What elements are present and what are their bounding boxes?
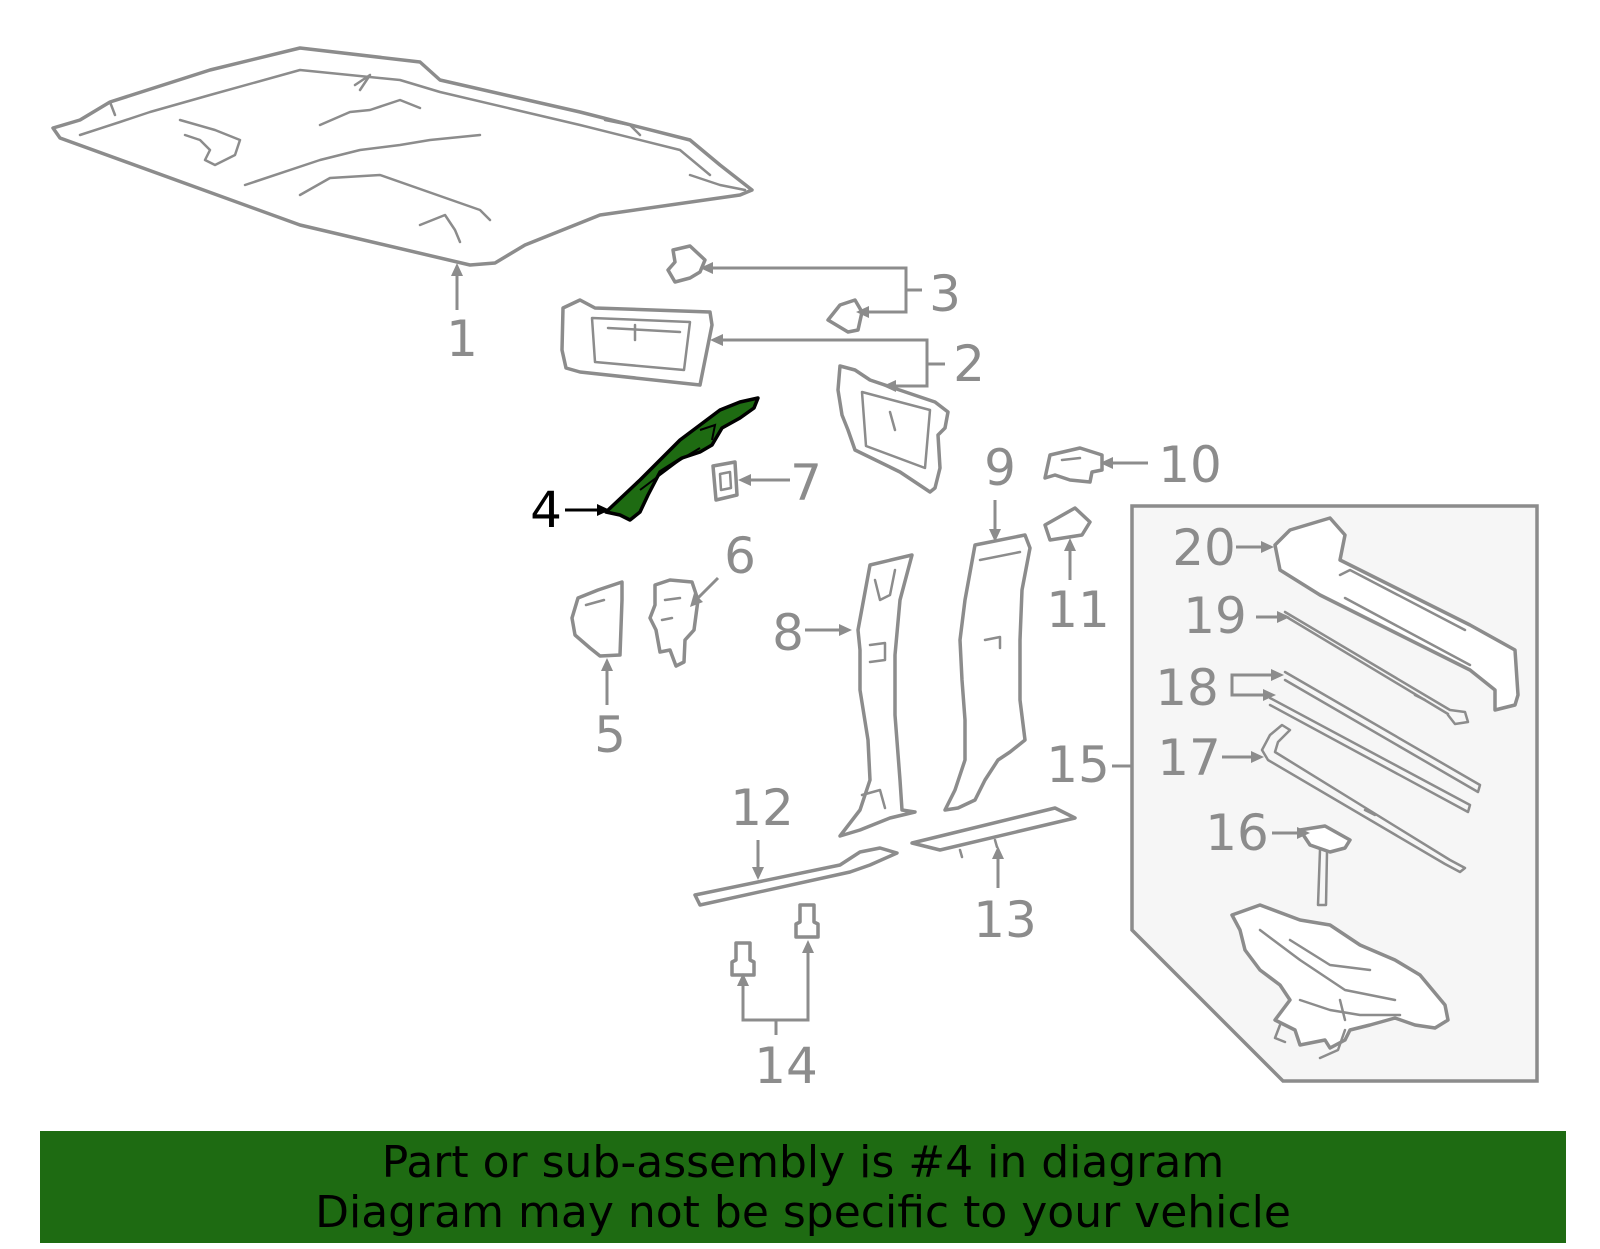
callout-3: 3: [929, 265, 961, 323]
part-18-extension-rods: [1268, 670, 1482, 814]
part-15-jack: [1230, 903, 1450, 1060]
callout-5: 5: [594, 706, 626, 764]
callout-1: 1: [446, 310, 478, 368]
part-5-trim: [570, 580, 624, 658]
part-8-b-pillar-trim: [838, 553, 917, 838]
part-1-headliner: [51, 46, 754, 267]
part-2-sunvisors: [560, 298, 950, 494]
callout-10: 10: [1158, 436, 1222, 494]
callout-13: 13: [973, 891, 1037, 949]
leader-lines: [451, 262, 1310, 1035]
part-14-bolts: [730, 903, 820, 977]
callout-18: 18: [1155, 659, 1219, 717]
part-13-sill-plate: [910, 806, 1077, 859]
callout-20: 20: [1172, 519, 1236, 577]
callout-12: 12: [730, 779, 794, 837]
callout-4: 4: [530, 481, 562, 539]
callout-14: 14: [754, 1037, 818, 1095]
callout-2: 2: [953, 335, 985, 393]
part-4-a-pillar-trim: [604, 396, 760, 522]
callout-15: 15: [1046, 736, 1110, 794]
part-12-sill-plate: [693, 846, 899, 907]
callout-9: 9: [984, 439, 1016, 497]
part-17-lug-wrench: [1260, 723, 1467, 874]
callout-8: 8: [772, 604, 804, 662]
banner-line-2: Diagram may not be specific to your vehi…: [315, 1187, 1291, 1238]
banner-line-1: Part or sub-assembly is #4 in diagram: [381, 1137, 1225, 1188]
part-10-bracket: [1043, 446, 1104, 484]
part-9-pillar-trim: [943, 533, 1032, 812]
part-3-clips: [666, 244, 864, 334]
callout-16: 16: [1205, 804, 1269, 862]
part-7-clip: [711, 460, 739, 502]
part-20-tool-bag: [1273, 516, 1520, 712]
callout-17: 17: [1157, 729, 1221, 787]
callout-19: 19: [1183, 587, 1247, 645]
callout-7: 7: [790, 454, 822, 512]
callout-6: 6: [724, 527, 756, 585]
part-11-clip: [1043, 506, 1092, 542]
info-banner: Part or sub-assembly is #4 in diagram Di…: [40, 1131, 1566, 1243]
part-6-trim: [648, 578, 700, 668]
callout-11: 11: [1046, 581, 1110, 639]
part-16-jack-handle: [1298, 824, 1352, 907]
part-19-rod: [1283, 610, 1470, 726]
